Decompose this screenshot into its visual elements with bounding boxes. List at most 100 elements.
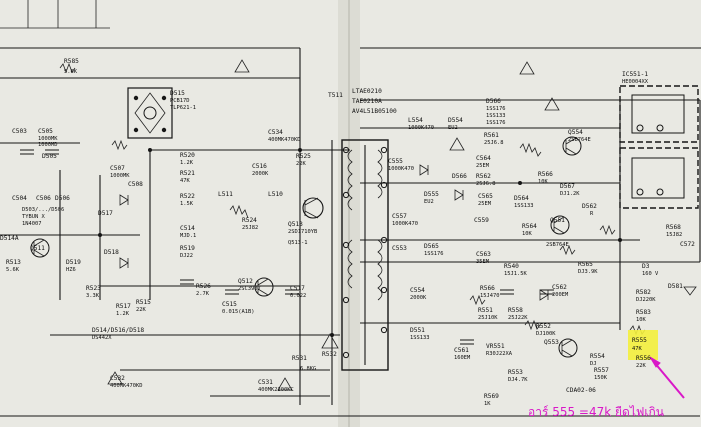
label-ty-note: TYBUN X [22, 214, 45, 220]
label-r566b: R566 [480, 285, 495, 292]
label-q553: Q553 [544, 339, 559, 346]
label-d564: D564 [514, 195, 529, 202]
label-r556-value: 22K [636, 363, 646, 369]
label-r583-value: 10K [636, 317, 646, 323]
label-d566-b: 1SS133 [486, 113, 505, 119]
label-r556: R556 [636, 355, 651, 362]
label-c508: C508 [128, 181, 143, 188]
label-r555: R555 [632, 337, 647, 344]
label-d515-a: PCB17D [170, 98, 189, 104]
label-c561: C561 [454, 347, 469, 354]
label-c515: C515 [222, 301, 237, 308]
label-r558-value: 25J22K [508, 315, 528, 321]
label-r565: R565 [578, 261, 593, 268]
label-vr551-value: R30J22XA [486, 351, 513, 357]
label-r517: R517 [116, 303, 131, 310]
label-r520: R520 [180, 152, 195, 159]
label-d3: D3 [642, 263, 650, 270]
label-c516-value: 2000K [252, 171, 269, 177]
label-c504: C504 [12, 195, 27, 202]
label-r523-value: 3.3K [86, 293, 100, 299]
label-r525: R525 [296, 153, 311, 160]
label-r525-value: 22K [296, 161, 306, 167]
label-r557-value: 150K [594, 375, 608, 381]
label-r583: R583 [636, 309, 651, 316]
label-d517: D517 [98, 210, 113, 217]
label-r555-value: 47K [632, 346, 642, 352]
label-l554-value: 1000K470 [408, 125, 434, 131]
label-r553: R553 [508, 369, 523, 376]
label-cda02: CDA02-06 [566, 387, 596, 394]
label-r585-value: 5.6K [64, 69, 78, 75]
label-ty-note2: 1N4007 [22, 221, 41, 227]
label-d562-value: R [590, 211, 594, 217]
label-r552: R552 [536, 323, 551, 330]
label-c559: C559 [474, 217, 489, 224]
label-r564: R564 [522, 223, 537, 230]
label-vr551: VR551 [486, 343, 505, 350]
label-r557: R557 [594, 367, 609, 374]
label-c515-value: 0.015(A1B) [222, 309, 254, 315]
label-r554-value: DJ [590, 361, 597, 367]
label-r519-value: DJ22 [180, 253, 193, 259]
label-l510: L510 [268, 191, 283, 198]
label-q512: Q512 [238, 278, 253, 285]
label-r519: R519 [180, 245, 195, 252]
label-q551: Q551 [550, 217, 565, 224]
label-l554: L554 [408, 117, 423, 124]
label-c505-value: 1000MK [38, 136, 58, 142]
label-r562: R562 [476, 173, 491, 180]
label-r554: R554 [590, 353, 605, 360]
label-c507: C507 [110, 165, 125, 172]
label-c562-value: 200EM [552, 292, 569, 298]
label-t511: T511 [328, 92, 343, 99]
label-r522: R522 [180, 193, 195, 200]
label-r551-value: 25J10K [478, 315, 498, 321]
label-r520-value: 1.2K [180, 160, 194, 166]
label-ic551: IC551-1 [622, 71, 648, 78]
label-r562-value: 25J6.8 [476, 181, 495, 187]
label-d505: D505 [42, 153, 57, 160]
label-d555: D555 [424, 191, 439, 198]
label-c555: C555 [388, 158, 403, 165]
label-d562: D562 [582, 203, 597, 210]
label-d551: D551 [410, 327, 425, 334]
label-c534-value: 400MK470KD [268, 137, 300, 143]
label-r551: R551 [478, 307, 493, 314]
label-d515-b: TLP621-1 [170, 105, 196, 111]
label-xfmr-b: TAE0210A [352, 98, 382, 105]
label-q513: Q513 [288, 221, 303, 228]
label-r568-value: 15J82 [666, 232, 682, 238]
label-c505: C505 [38, 128, 53, 135]
label-d567-value: DJ1.2K [560, 191, 580, 197]
label-r515-value: 22K [136, 307, 146, 313]
label-c555-value: 1000K470 [388, 166, 414, 172]
label-d567: D567 [560, 183, 575, 190]
label-r526: R526 [196, 283, 211, 290]
label-ic551-b: HE0004XX [622, 79, 649, 85]
label-d564-value: 1SS133 [514, 203, 533, 209]
label-c561-value: 160EM [454, 355, 471, 361]
label-r558: R558 [508, 307, 523, 314]
label-d514a: D514A [0, 235, 19, 242]
label-d503-group: D503/.../D506 [22, 207, 64, 213]
label-q554-value: 2SB764E [568, 137, 591, 143]
label-xfmr-c: AV4L51B05100 [352, 108, 397, 115]
label-d565-value: 1SS176 [424, 251, 443, 257]
label-r565-value: DJ3.9K [578, 269, 598, 275]
label-q551-value: 2SB764E [546, 242, 569, 248]
label-c572: C572 [680, 241, 695, 248]
label-c506: C506 [36, 195, 51, 202]
label-d555-value: EU2 [424, 199, 434, 205]
label-r569: R569 [484, 393, 499, 400]
label-d551-value: 1SS133 [410, 335, 429, 341]
label-r524: R524 [242, 217, 257, 224]
label-d566b: D566 [452, 173, 467, 180]
label-r521-value: 47K [180, 178, 190, 184]
label-xfmr-a: LTAE0210 [352, 88, 382, 95]
label-d515: D515 [170, 90, 185, 97]
label-c531: C531 [258, 379, 273, 386]
label-r513: R513 [6, 259, 21, 266]
